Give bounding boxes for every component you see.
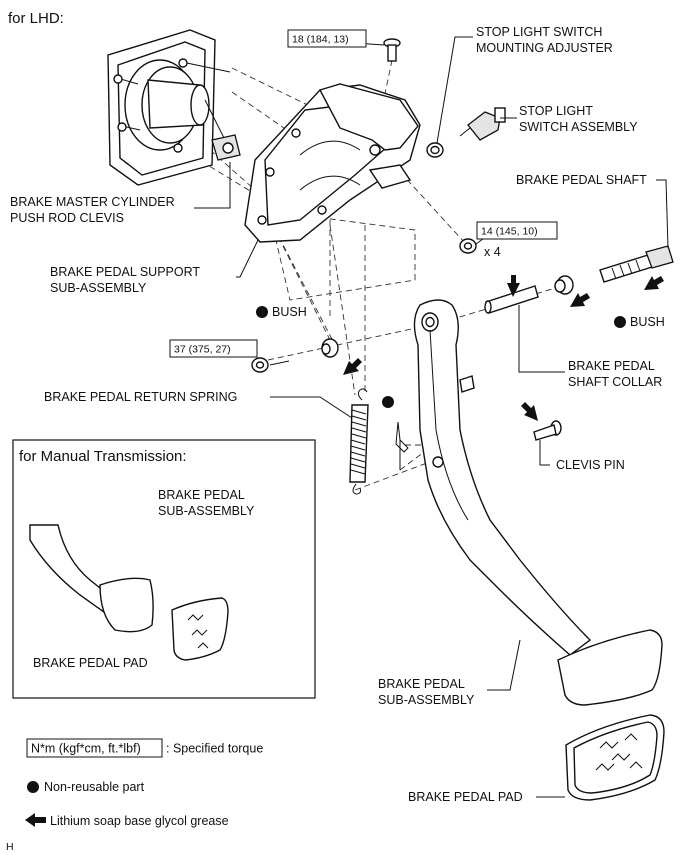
torque-bolt-top-value: 18 (184, 13) <box>292 34 349 46</box>
variant-heading: for LHD: <box>8 10 64 27</box>
label-clevis-pin: CLEVIS PIN <box>556 458 625 472</box>
support-nut <box>459 238 477 254</box>
legend-torque-desc: : Specified torque <box>166 742 263 756</box>
grease-arrows <box>343 275 664 421</box>
non-reusable-marker-bush-right <box>614 316 626 328</box>
label-bush-right: BUSH <box>630 315 665 329</box>
legend-non-reusable-text: Non-reusable part <box>44 780 145 794</box>
inset-label-pedal-pad: BRAKE PEDAL PAD <box>33 656 148 670</box>
label-bush-left: BUSH <box>272 305 307 319</box>
support-top-bolt <box>383 38 401 62</box>
torque-nut-x4-quantity: x 4 <box>484 245 501 259</box>
torque-spec-nut-x4: 14 (145, 10) x 4 <box>476 221 558 259</box>
torque-spec-shaft-nut: 37 (375, 27) <box>169 339 258 358</box>
brake-pedal-pad-detail <box>565 714 665 801</box>
torque-shaft-nut-value: 37 (375, 27) <box>174 344 231 356</box>
non-reusable-marker-bush-left <box>256 306 268 318</box>
inset-manual-transmission: for Manual Transmission: BRAKE PEDAL SUB… <box>12 439 316 699</box>
torque-nut-x4-value: 14 (145, 10) <box>481 226 538 238</box>
return-spring <box>349 388 369 495</box>
brake-pedal-pad-mounted <box>557 629 663 706</box>
push-rod-clevis <box>211 134 241 161</box>
shaft-collar <box>484 285 539 314</box>
label-brake-pedal-pad: BRAKE PEDAL PAD <box>408 790 523 804</box>
label-brake-pedal-support: BRAKE PEDAL SUPPORT SUB-ASSEMBLY <box>50 265 203 295</box>
legend: N*m (kgf*cm, ft.*lbf) : Specified torque… <box>25 738 263 828</box>
label-shaft-collar: BRAKE PEDAL SHAFT COLLAR <box>568 359 662 389</box>
brake-pedal-shaft <box>599 245 674 283</box>
inset-label-pedal-sub-assembly: BRAKE PEDAL SUB-ASSEMBLY <box>158 488 255 518</box>
clevis-pin <box>533 420 562 441</box>
legend-torque-units: N*m (kgf*cm, ft.*lbf) <box>31 742 141 756</box>
stop-light-switch-assembly <box>459 107 506 141</box>
label-brake-pedal-shaft: BRAKE PEDAL SHAFT <box>516 173 647 187</box>
brake-pedal-support <box>244 83 421 243</box>
inset-title: for Manual Transmission: <box>19 448 187 465</box>
legend-grease-text: Lithium soap base glycol grease <box>50 814 229 828</box>
label-push-rod-clevis: BRAKE MASTER CYLINDER PUSH ROD CLEVIS <box>10 195 178 225</box>
figure-code: H <box>6 841 14 853</box>
shaft-nut <box>251 357 269 373</box>
legend-non-reusable-icon <box>27 781 39 793</box>
bush-left <box>321 338 339 358</box>
master-cylinder-assembly <box>107 29 231 186</box>
label-return-spring: BRAKE PEDAL RETURN SPRING <box>44 390 237 404</box>
stop-light-switch-adjuster <box>426 142 444 158</box>
pedal-clip <box>395 421 409 470</box>
torque-spec-bolt-top: 18 (184, 13) <box>287 29 367 48</box>
label-stop-light-switch-adjuster: STOP LIGHT SWITCH MOUNTING ADJUSTER <box>476 25 613 55</box>
legend-grease-arrow-icon <box>25 813 46 827</box>
bush-right <box>554 275 574 295</box>
label-brake-pedal-sub-assembly: BRAKE PEDAL SUB-ASSEMBLY <box>378 677 475 707</box>
legend-torque-box <box>26 738 163 758</box>
inset-pedal-pad <box>171 597 229 661</box>
label-stop-light-switch-assembly: STOP LIGHT SWITCH ASSEMBLY <box>519 104 638 134</box>
non-reusable-marker-clip <box>382 396 394 408</box>
inset-pedal-arm <box>29 524 154 633</box>
brake-pedal-arm <box>413 299 592 656</box>
